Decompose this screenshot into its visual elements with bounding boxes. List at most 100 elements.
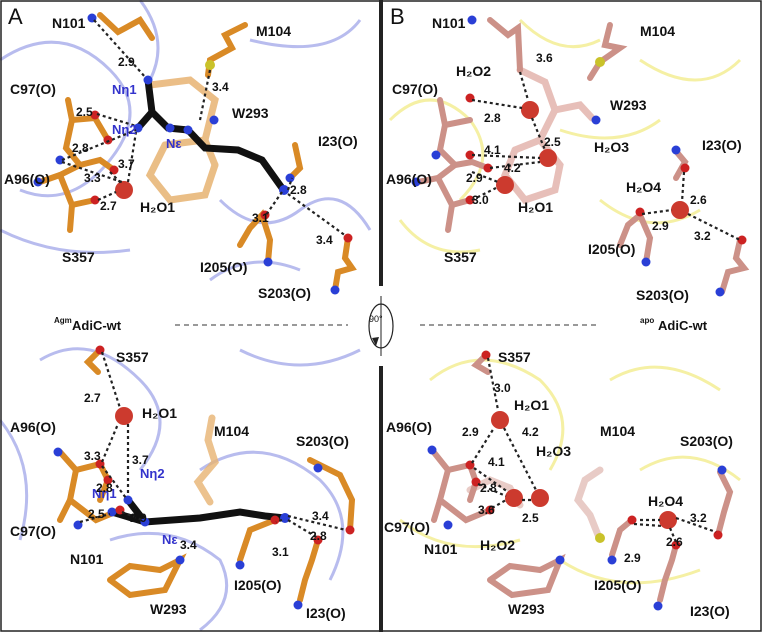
- distance-label: 2.9: [466, 171, 483, 185]
- panel-a-bottom-text: S357 H₂O1 A96(O) M104 S203(O) C97(O) N10…: [10, 349, 349, 621]
- label-a96: A96(O): [386, 419, 432, 435]
- label-i205: I205(O): [594, 577, 641, 593]
- panel-a-bottom-sticks: [53, 345, 356, 610]
- label-s357: S357: [498, 349, 531, 365]
- atom-nepsilon: Nε: [162, 532, 178, 547]
- distance-label: 3.4: [312, 509, 329, 523]
- atom-neta1: Nη1: [112, 82, 137, 97]
- label-w293: W293: [610, 97, 647, 113]
- water-h2o2-b-bottom: [505, 489, 523, 507]
- label-i205: I205(O): [200, 259, 247, 275]
- panel-a-title-sup: Agm: [54, 316, 72, 325]
- water-h2o2-b-top: [521, 101, 539, 119]
- label-i205: I205(O): [588, 241, 635, 257]
- distance-label: 3.7: [132, 453, 149, 467]
- label-c97: C97(O): [392, 81, 438, 97]
- distance-label: 2.9: [652, 219, 669, 233]
- label-s203: S203(O): [636, 287, 689, 303]
- distance-label: 3.7: [118, 157, 135, 171]
- label-a96: A96(O): [386, 171, 432, 187]
- label-m104: M104: [256, 23, 291, 39]
- distance-label: 4.2: [504, 161, 521, 175]
- panel-b-top-text: B N101 M104 H₂O2 C97(O) W293 H₂O3 I23(O)…: [386, 4, 742, 303]
- distance-label: 2.7: [84, 391, 101, 405]
- rotation-icon: 90°: [368, 296, 394, 356]
- label-s203: S203(O): [680, 433, 733, 449]
- distance-label: 3.4: [316, 233, 333, 247]
- label-h2o3: H₂O3: [536, 443, 571, 459]
- atom-neta1: Nη1: [92, 486, 117, 501]
- distance-label: 2.8: [96, 481, 113, 495]
- water-h2o1-b-bottom: [491, 411, 509, 429]
- panel-b-top-sticks: [411, 15, 750, 297]
- distance-label: 2.5: [544, 135, 561, 149]
- label-n101: N101: [70, 551, 104, 567]
- distance-label: 2.8: [480, 481, 497, 495]
- panel-b-title-text: AdiC-wt: [658, 318, 708, 333]
- distance-label: 3.0: [472, 193, 489, 207]
- label-m104: M104: [600, 423, 635, 439]
- label-h2o2: H₂O2: [480, 537, 515, 553]
- label-h2o4: H₂O4: [648, 493, 683, 509]
- panel-a-letter: A: [8, 4, 23, 29]
- distance-label: 2.8: [310, 529, 327, 543]
- label-h2o1: H₂O1: [140, 199, 175, 215]
- distance-label: 3.3: [84, 449, 101, 463]
- label-m104: M104: [640, 23, 675, 39]
- label-h2o1: H₂O1: [142, 405, 177, 421]
- label-w293: W293: [508, 601, 545, 617]
- distance-label: 2.6: [690, 193, 707, 207]
- helix-background-b: [388, 18, 742, 585]
- label-h2o3: H₂O3: [594, 139, 629, 155]
- atom-neta2: Nη2: [112, 122, 137, 137]
- distance-label: 2.5: [76, 105, 93, 119]
- label-i23: I23(O): [318, 133, 358, 149]
- label-s203: S203(O): [296, 433, 349, 449]
- rotation-label: 90°: [369, 314, 383, 324]
- label-n101: N101: [52, 15, 86, 31]
- label-c97: C97(O): [10, 523, 56, 539]
- label-a96: A96(O): [4, 171, 50, 187]
- atom-neta2: Nη2: [140, 466, 165, 481]
- distance-label: 2.5: [522, 511, 539, 525]
- label-h2o1: H₂O1: [518, 199, 553, 215]
- label-c97: C97(O): [10, 81, 56, 97]
- panel-b-title-sup: apo: [640, 316, 654, 325]
- distance-label: 4.1: [488, 455, 505, 469]
- water-h2o1-b-top: [496, 176, 514, 194]
- label-h2o4: H₂O4: [626, 179, 661, 195]
- distance-label: 4.2: [522, 425, 539, 439]
- panel-b-top-hbonds: [471, 71, 741, 241]
- panel-a-bottom-hbonds: [79, 351, 347, 539]
- distance-label: 2.9: [118, 55, 135, 69]
- distance-label: 3.4: [180, 538, 197, 552]
- panel-b-bottom-sticks: [427, 350, 734, 611]
- label-i205: I205(O): [234, 577, 281, 593]
- label-i23: I23(O): [702, 137, 742, 153]
- water-h2o3-b-top: [539, 149, 557, 167]
- panel-b-bottom-hbonds: [471, 357, 717, 543]
- label-w293: W293: [150, 601, 187, 617]
- helix-background-a: [0, 0, 372, 632]
- panel-a-title-text: AdiC-wt: [72, 318, 122, 333]
- panel-b-title: apo AdiC-wt: [640, 316, 708, 333]
- distance-label: 3.1: [272, 545, 289, 559]
- panel-a-top-text: A N101 M104 C97(O) W293 I23(O) A96(O) H₂…: [4, 4, 358, 301]
- label-n101: N101: [432, 15, 466, 31]
- water-h2o3-b-bottom: [531, 489, 549, 507]
- panel-a-title: Agm AdiC-wt: [54, 316, 122, 333]
- distance-label: 2.9: [624, 551, 641, 565]
- water-h2o1-a-bottom: [115, 407, 133, 425]
- panel-b-bottom-text: S357 H₂O1 A96(O) M104 H₂O3 S203(O) C97(O…: [384, 349, 733, 619]
- distance-label: 3.2: [690, 511, 707, 525]
- distance-label: 2.8: [484, 111, 501, 125]
- label-n101: N101: [424, 541, 458, 557]
- water-h2o4-b-top: [671, 201, 689, 219]
- panel-a-top-sticks: [33, 12, 357, 295]
- water-h2o4-b-bottom: [659, 511, 677, 529]
- water-h2o1-a-top: [115, 181, 133, 199]
- distance-label: 2.8: [290, 183, 307, 197]
- distance-label: 2.9: [130, 511, 147, 525]
- label-i23: I23(O): [306, 605, 346, 621]
